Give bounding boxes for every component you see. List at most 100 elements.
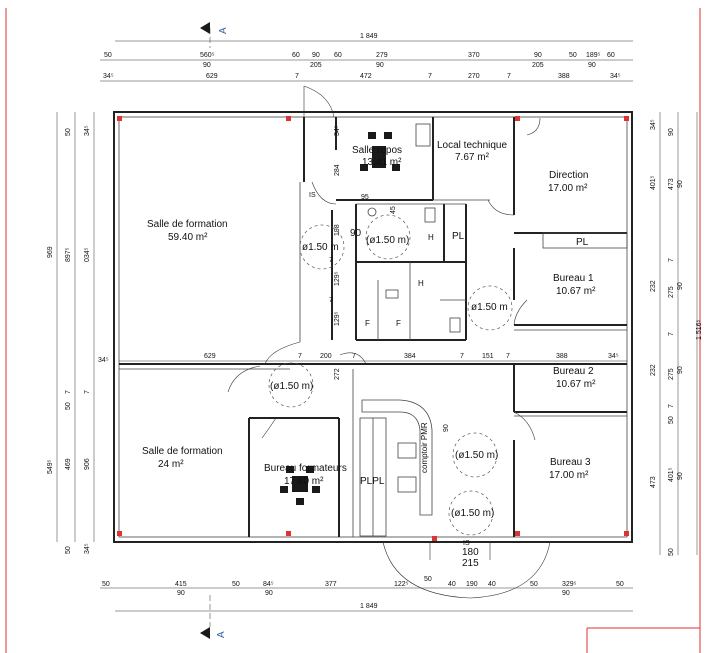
dim-label: 60 [334, 52, 342, 59]
dim-label: 388 [558, 73, 570, 80]
interior-walls [119, 117, 628, 537]
dim-label: 401⁵ [668, 467, 675, 482]
room-area: 13.41 m² [362, 157, 402, 168]
dim-label: 7 [668, 332, 675, 336]
dim-label: 50 [668, 548, 675, 556]
plpl-label: PLPL [360, 476, 385, 487]
dim-label: 629 [204, 353, 216, 360]
dim-label: 50 [616, 581, 624, 588]
circle-label: (ø1.50 m) [451, 508, 494, 519]
dim-label: 50 [530, 581, 538, 588]
circle-label: (ø1.50 m) [270, 381, 313, 392]
dim-label: 34⁵ [84, 543, 91, 554]
doors [227, 85, 551, 599]
dim-label: 90 [203, 62, 211, 69]
dim-label: 7 [507, 73, 511, 80]
dim-label: 473 [650, 476, 657, 488]
dim-label: 50 [65, 402, 72, 410]
dim-label: 560⁵ [200, 52, 215, 59]
dim-label: 34⁵ [103, 73, 114, 80]
room-name: Bureau formateurs [264, 463, 347, 474]
dim-label: 90 [562, 590, 570, 597]
room-area: 10.67 m² [556, 286, 596, 297]
dim-label: 7 [84, 390, 91, 394]
dim-label: 7 [329, 297, 333, 304]
section-label-bottom: A [216, 631, 227, 638]
section-marker-bottom: A [200, 595, 227, 639]
dim-label: 384 [404, 353, 416, 360]
dim-label: 415 [175, 581, 187, 588]
dim-label: 60 [292, 52, 300, 59]
dim-label: 275 [668, 286, 675, 298]
h-label: H [428, 233, 434, 242]
dim-label: 469 [65, 458, 72, 470]
overall-width-bottom: 1 849 [360, 603, 378, 610]
dim-label: 7 [352, 353, 356, 360]
dim-label: 1 516⁵ [696, 319, 703, 340]
room-name: Bureau 3 [550, 457, 591, 468]
dim-label: 200 [320, 353, 332, 360]
f-label: F [396, 319, 401, 328]
dim-label: 275 [668, 368, 675, 380]
section-marker-top: A [200, 22, 229, 48]
h-label: H [418, 279, 424, 288]
room-name: Direction [549, 170, 588, 181]
dim-label: 7 [506, 353, 510, 360]
dim-label: 90 [588, 62, 596, 69]
dim-label: 34⁵ [608, 353, 619, 360]
section-label-top: A [218, 27, 229, 34]
reception-counter: comptoir PMR [359, 399, 433, 537]
overall-width-top: 1 849 [360, 33, 378, 40]
sheet-border [5, 8, 701, 653]
pl-label: PL [576, 237, 589, 248]
dim-label: 388 [556, 353, 568, 360]
interior-dimensions: 34⁵ 629 7 200 7 384 7 151 7 388 34⁵ 272 … [98, 125, 627, 432]
dim-label: 7 [460, 353, 464, 360]
dim-label: 473 [668, 178, 675, 190]
dim-label: 50 [569, 52, 577, 59]
room-name: Salle de formation [147, 219, 228, 230]
top-dimension-row-1: 50 560⁵ 60 90 60 279 370 90 50 189⁵ 60 9… [100, 52, 633, 69]
dim-label: 50 [424, 576, 432, 583]
dim-label: 198 [334, 224, 341, 236]
turning-circle-labels: ø1.50 m (ø1.50 m) ø1.50 m (ø1.50 m) (ø1.… [270, 235, 508, 519]
dim-label: 50 [65, 128, 72, 136]
dim-label: 95 [361, 194, 369, 201]
is-label: IS [463, 540, 470, 547]
dim-label: 50 [232, 581, 240, 588]
pl-label: PL [452, 231, 465, 242]
room-labels: Salle de formation 59.40 m² Salle repos … [142, 140, 596, 487]
dim-label: 232 [650, 364, 657, 376]
bottom-dimension-row-1: 50 415 50 84⁵ 377 122⁵ 50 40 190 40 50 3… [100, 576, 633, 597]
dim-label: 50 [668, 416, 675, 424]
dim-label: 897⁵ [65, 247, 72, 262]
room-area: 10.67 m² [556, 379, 596, 390]
dim-label: 401⁵ [650, 175, 657, 190]
dim-label: 34⁵ [98, 357, 109, 364]
misc-labels: PL PL PLPL IS IS H H F F 90 95 180 215 [309, 192, 589, 569]
room-area: 59.40 m² [168, 232, 208, 243]
dim-label: 151 [482, 353, 494, 360]
dim-label: 122⁵ [394, 581, 409, 588]
dim-label: 50 [102, 581, 110, 588]
circle-label: ø1.50 m [302, 242, 339, 253]
dim-label: 84⁵ [263, 581, 274, 588]
dim-label: 329⁵ [562, 581, 577, 588]
dim-label: 906 [84, 458, 91, 470]
room-name: Bureau 2 [553, 366, 594, 377]
dim-label: 90 [534, 52, 542, 59]
room-area: 7.67 m² [455, 152, 490, 163]
dim-label: 90 [677, 472, 684, 480]
column-markers [117, 116, 629, 541]
room-area: 17.00 m² [549, 470, 589, 481]
dim-label: 189⁵ [586, 52, 601, 59]
dim-label: 34⁵ [334, 125, 341, 136]
dim-label: 7 [329, 257, 333, 264]
room-name: Salle de formation [142, 446, 223, 457]
dim-label: 969 [47, 246, 54, 258]
dim-label: 7 [65, 390, 72, 394]
dim-label: 90 [668, 128, 675, 136]
f-label: F [365, 319, 370, 328]
dim-label: 272 [334, 368, 341, 380]
